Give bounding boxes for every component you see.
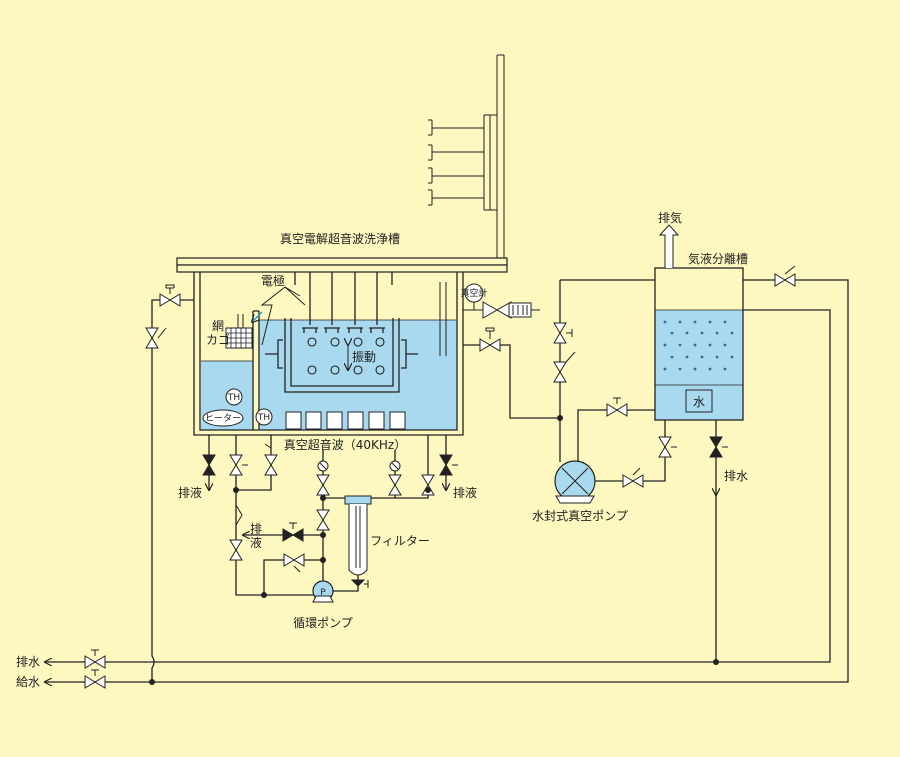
water-mains	[45, 265, 849, 689]
tank-drain-piping	[202, 435, 458, 603]
separator-tank	[654, 224, 744, 495]
vibration-label: 振動	[352, 350, 376, 364]
separator-label: 気液分離槽	[688, 251, 748, 266]
drain-liquid-label-left: 排液	[178, 485, 202, 500]
circulation-pump-label: 循環ポンプ	[293, 616, 353, 630]
ultrasonic-label: 真空超音波（40KHz）	[284, 437, 406, 452]
th-label-2: TH	[257, 413, 270, 423]
vacuum-gauge-line	[463, 283, 540, 319]
heater-label: ヒーター	[205, 413, 241, 424]
top-piping-manifold	[428, 54, 505, 265]
net-basket-label-2: カゴ	[206, 332, 230, 347]
cleaning-tank	[176, 257, 508, 436]
drain-water-label-bottom: 排水	[16, 655, 40, 669]
water-seal-pump-piping	[553, 279, 677, 504]
drain-liquid-mid-label-2: 液	[250, 535, 262, 550]
drain-liquid-label-right: 排液	[453, 485, 477, 500]
supply-water-label: 給水	[16, 675, 40, 689]
pump-letter: P	[320, 588, 326, 598]
electrode-label: 電極	[261, 273, 285, 288]
drain-water-label-right: 排水	[724, 469, 748, 483]
drain-liquid-mid-label-1: 排	[250, 522, 262, 536]
water-seal-pump-label: 水封式真空ポンプ	[532, 509, 628, 523]
net-basket-label-1: 網	[212, 319, 224, 333]
exhaust-label: 排気	[658, 210, 682, 225]
vacuum-gauge-label: 真空計	[460, 287, 487, 299]
filter-label: フィルター	[370, 534, 430, 548]
water-label: 水	[693, 395, 705, 409]
tank-title: 真空電解超音波洗浄槽	[280, 231, 400, 246]
vacuum-line	[463, 327, 560, 419]
th-label-1: TH	[227, 393, 240, 403]
